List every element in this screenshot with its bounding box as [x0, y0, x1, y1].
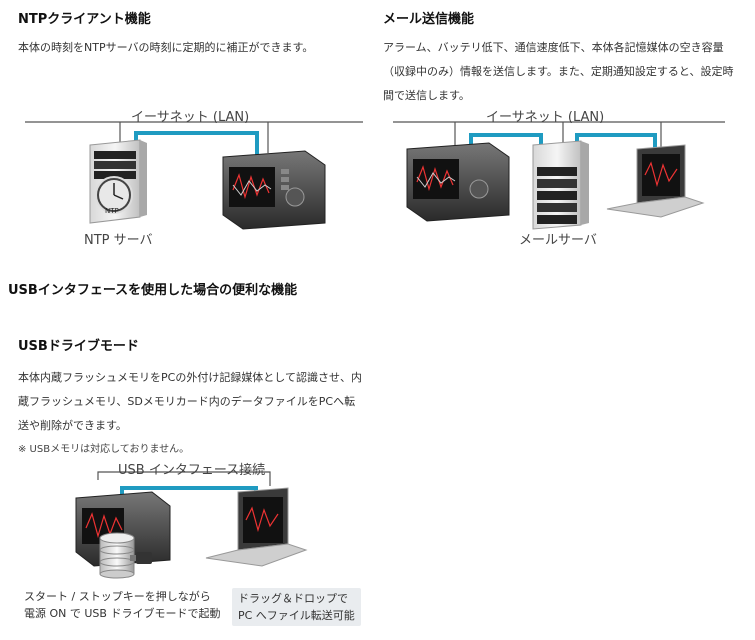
usb-callout-right-line1: ドラッグ＆ドロップで	[238, 592, 348, 605]
usb-interface-label: USB インタフェース接続	[118, 463, 266, 478]
ntp-description: 本体の時刻をNTPサーバの時刻に定期的に補正ができます。	[18, 41, 314, 54]
laptop-icon	[606, 144, 705, 218]
ntp-badge: NTP	[105, 207, 119, 215]
recorder-device-icon	[406, 142, 510, 222]
ntp-server-label: NTP サーバ	[84, 233, 153, 248]
usb-callout-left: スタート / ストップキーを押しながら 電源 ON で USB ドライブモードで…	[24, 588, 220, 622]
usb-callout-left-line2: 電源 ON で USB ドライブモードで起動	[24, 607, 221, 620]
usb-section-heading: USBインタフェースを使用した場合の便利な機能	[8, 283, 298, 298]
server-tower-icon	[532, 140, 589, 230]
mail-network-label: イーサネット (LAN)	[486, 110, 605, 125]
recorder-device-icon	[222, 150, 326, 230]
mail-heading: メール送信機能	[383, 12, 475, 27]
ntp-heading: NTPクライアント機能	[18, 12, 151, 27]
ntp-network-label: イーサネット (LAN)	[131, 110, 250, 125]
usb-callout-right-line2: PC へファイル転送可能	[238, 609, 355, 622]
mail-server-label: メールサーバ	[519, 233, 597, 248]
laptop-icon	[205, 487, 308, 567]
ntp-diagram: NTP	[25, 121, 363, 230]
mail-description: アラーム、バッテリ低下、通信速度低下、本体各記憶媒体の空き容量（収録中のみ）情報…	[383, 41, 734, 102]
usb-drive-description: 本体内蔵フラッシュメモリをPCの外付け記録媒体として認識させ、内蔵フラッシュメモ…	[18, 371, 362, 432]
usb-drive-note: ※ USBメモリは対応しておりません。	[18, 444, 190, 455]
clock-icon: NTP	[95, 176, 133, 215]
database-icon	[99, 532, 135, 579]
usb-diagram	[75, 471, 308, 579]
usb-callout-right: ドラッグ＆ドロップで PC へファイル転送可能	[232, 588, 361, 626]
usb-drive-heading: USBドライブモード	[18, 339, 139, 354]
usb-plug-icon	[130, 552, 152, 564]
usb-link-line	[97, 471, 271, 486]
usb-callout-left-line1: スタート / ストップキーを押しながら	[24, 590, 211, 603]
mail-diagram	[393, 121, 725, 230]
